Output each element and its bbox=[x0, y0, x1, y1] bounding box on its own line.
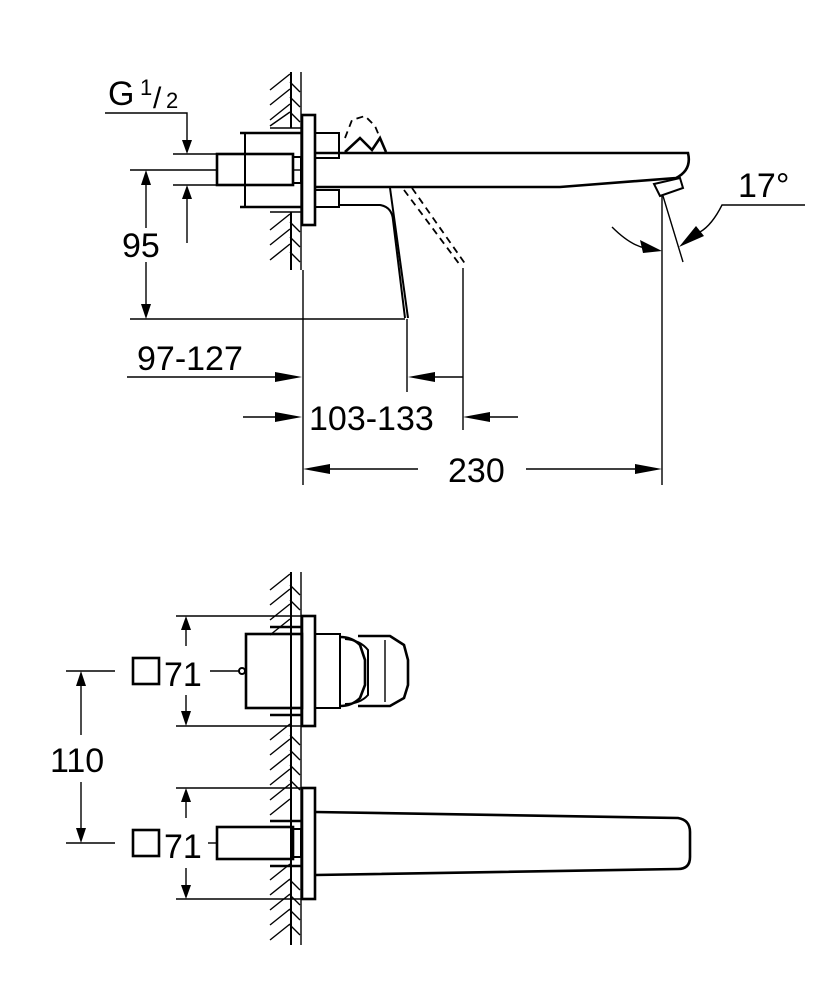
front-view: 71 71 110 bbox=[50, 572, 692, 945]
thread-fraction-den: 2 bbox=[166, 88, 178, 113]
thread-label: G bbox=[108, 75, 134, 113]
center-distance-dimension: 110 bbox=[50, 670, 115, 844]
spout bbox=[314, 132, 691, 208]
spout-unit bbox=[208, 786, 692, 901]
upper-cover-size-label: 71 bbox=[164, 656, 202, 694]
center-distance-label: 110 bbox=[50, 742, 104, 780]
upper-cover-dimension: 71 bbox=[131, 615, 302, 727]
side-view: G 1 / 2 95 97-127 bbox=[105, 72, 805, 490]
cover-plate bbox=[300, 113, 317, 227]
square-symbol-upper bbox=[131, 656, 161, 686]
spout-length-dimension: 230 bbox=[303, 452, 662, 490]
thread-fraction-num: 1 bbox=[140, 75, 152, 100]
square-symbol-lower bbox=[131, 828, 161, 858]
handle bbox=[340, 114, 467, 430]
height-dim-label: 95 bbox=[122, 227, 160, 265]
lower-cover-size-label: 71 bbox=[164, 828, 202, 866]
inwall-body bbox=[215, 131, 302, 209]
wall-hatch-upper bbox=[269, 72, 302, 270]
handle-open-projection-dimension: 103-133 bbox=[243, 400, 518, 438]
handle-unit bbox=[210, 614, 410, 728]
spout-length-label: 230 bbox=[448, 452, 505, 490]
lower-cover-dimension: 71 bbox=[131, 787, 302, 900]
handle-projection-dimension: 97-127 bbox=[127, 340, 463, 382]
spout-angle-dimension: 17° bbox=[611, 167, 805, 263]
spout-angle-label: 17° bbox=[738, 167, 789, 205]
height-dimension: 95 bbox=[122, 169, 405, 320]
thread-dimension: G 1 / 2 bbox=[105, 75, 217, 243]
thread-fraction-slash: / bbox=[153, 82, 162, 115]
handle-open-projection-label: 103-133 bbox=[309, 400, 434, 438]
handle-projection-label: 97-127 bbox=[137, 340, 243, 378]
